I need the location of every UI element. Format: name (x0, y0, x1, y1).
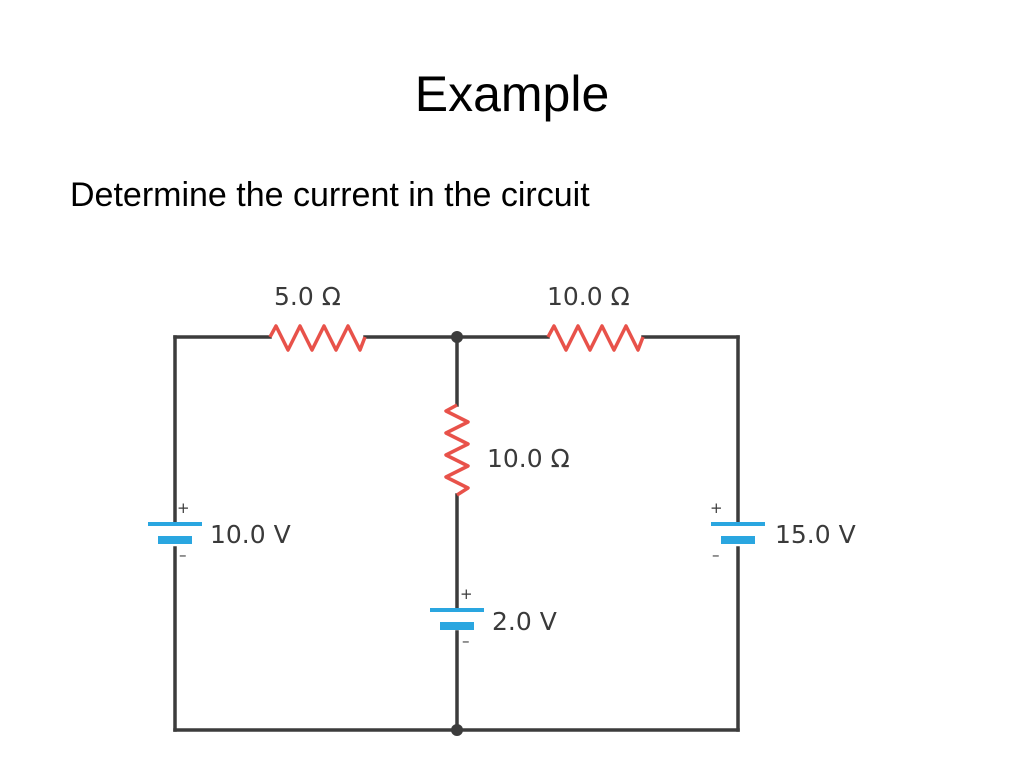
battery-right (711, 522, 765, 544)
label-resistor-top-left: 5.0 Ω (274, 282, 341, 311)
resistor-top-left (268, 324, 367, 352)
battery-left-minus: – (179, 546, 187, 564)
battery-right-minus: – (712, 546, 720, 564)
slide-title: Example (414, 66, 610, 122)
battery-right-plus: + (710, 499, 723, 517)
problem-statement: Determine the current in the circuit (70, 176, 590, 214)
label-resistor-middle: 10.0 Ω (487, 444, 570, 473)
battery-left-plus: + (177, 499, 190, 517)
label-battery-right: 15.0 V (775, 520, 856, 549)
battery-left (148, 522, 202, 544)
junction-bottom (451, 724, 463, 736)
junction-top (451, 331, 463, 343)
label-battery-middle: 2.0 V (492, 607, 557, 636)
label-resistor-top-right: 10.0 Ω (547, 282, 630, 311)
resistor-top-right (546, 324, 645, 352)
battery-middle-minus: – (462, 632, 470, 650)
label-battery-left: 10.0 V (210, 520, 291, 549)
resistor-middle (444, 403, 470, 497)
battery-middle (430, 608, 484, 630)
battery-middle-plus: + (460, 585, 473, 603)
